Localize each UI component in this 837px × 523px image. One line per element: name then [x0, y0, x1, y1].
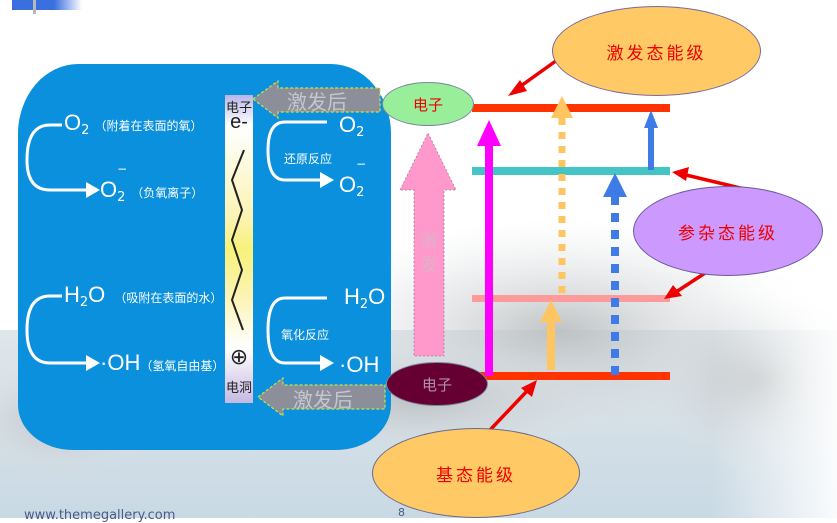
doped-level-bubble: 参杂态能级 [633, 186, 823, 276]
blue-solid-shaft [648, 126, 654, 170]
page-number: 8 [398, 506, 405, 519]
band-gap-strip: 电子 e- ⊕ 电洞 [225, 95, 253, 403]
excited-arrow-top [251, 80, 381, 120]
orange-solid-head [540, 300, 562, 322]
orange-solid-shaft [547, 320, 555, 370]
direct-transition-shaft [485, 144, 493, 376]
excited-arrow-top-label: 激发后 [287, 90, 347, 114]
band-hole-label: 电洞 [225, 381, 252, 396]
reduction-reaction-label: 还原反应 [284, 152, 333, 166]
doped-lower-pointer-head [664, 285, 682, 299]
ground-pointer-line [488, 388, 530, 432]
hydroxyl-note: （氢氧自由基） [140, 359, 225, 373]
right-hydroxyl-formula: ·OH [339, 352, 379, 378]
h2o-adsorbed-formula: H2O （吸附在表面的水） [64, 282, 222, 310]
right-superoxide-formula: O− 2 [339, 157, 366, 200]
superoxide-note: （负氧离子） [131, 186, 204, 200]
right-h2o-h-symbol: H [344, 284, 360, 309]
excitation-arrow [399, 132, 457, 357]
electron-ground-bubble: 电子 [386, 362, 488, 406]
excited-level-bubble: 激发态能级 [552, 6, 761, 96]
ground-level-bubble: 基态能级 [372, 428, 580, 518]
excited-level-line [472, 104, 670, 112]
slide-top-accent-bar [12, 0, 82, 10]
direct-transition-head [477, 120, 501, 146]
orange-dotted-head [551, 96, 573, 118]
h2o-subscript: 2 [79, 295, 89, 310]
electron-ground-label: 电子 [421, 375, 452, 394]
excited-pointer-line [516, 56, 562, 90]
oxidation-reaction-label: 氧化反应 [281, 328, 330, 342]
excitation-label: 激发 [420, 231, 438, 276]
right-h2o-formula: H2O [344, 284, 385, 312]
o2-adsorbed-note: （附着在表面的氧） [94, 119, 203, 133]
hydroxyl-symbol: ·OH [100, 350, 141, 375]
superoxide-subscript: 2 [117, 190, 126, 205]
o2-adsorbed-formula: O2 （附着在表面的氧） [64, 110, 203, 138]
hydroxyl-radical-formula: ·OH（氢氧自由基） [100, 350, 224, 376]
ground-level-label: 基态能级 [436, 465, 516, 486]
band-hole-symbol: ⊕ [229, 345, 249, 370]
excited-arrow-bottom-label: 激发后 [293, 388, 353, 412]
superoxide-symbol: O [100, 177, 118, 202]
slide-top-accent-tick [33, 0, 36, 14]
h2o-h-symbol: H [64, 282, 80, 307]
excited-arrow-bottom [257, 377, 386, 417]
h2o-o-symbol: O [88, 282, 106, 307]
electron-excited-label: 电子 [412, 95, 443, 114]
blue-dotted-head [603, 173, 627, 197]
doped-upper-level-line [472, 167, 670, 175]
o2-subscript: 2 [81, 123, 90, 138]
right-superoxide-symbol: O [339, 172, 357, 197]
blue-solid-head [644, 110, 658, 128]
right-superoxide-charge: − [356, 157, 367, 171]
band-electron-symbol: e- [230, 111, 248, 133]
band-electron-label: 电子 [225, 101, 252, 116]
excited-pointer-head [508, 80, 527, 96]
right-h2o-o-symbol: O [368, 284, 386, 309]
ground-level-line [478, 372, 670, 380]
excited-level-label: 激发态能级 [606, 43, 707, 64]
superoxide-formula: O− 2 （负氧离子） [100, 162, 204, 205]
right-o2-symbol: O [339, 112, 357, 137]
o2-symbol: O [64, 110, 82, 135]
electron-excited-bubble: 电子 [382, 82, 474, 126]
right-h2o-subscript: 2 [359, 297, 369, 312]
right-superoxide-subscript: 2 [356, 185, 365, 200]
ground-pointer-head [521, 380, 537, 397]
right-hydroxyl-symbol: ·OH [339, 352, 380, 377]
right-o2-subscript: 2 [356, 125, 365, 140]
doped-level-label: 参杂态能级 [678, 223, 778, 244]
footer-url[interactable]: www.themegallery.com [24, 508, 176, 523]
doped-lower-level-line [472, 295, 670, 302]
right-o2-formula: O2 [339, 112, 364, 140]
doped-upper-pointer-head [672, 167, 689, 181]
band-zigzag-icon [230, 149, 245, 331]
h2o-adsorbed-note: （吸附在表面的水） [114, 291, 223, 305]
superoxide-charge: − [117, 162, 128, 176]
